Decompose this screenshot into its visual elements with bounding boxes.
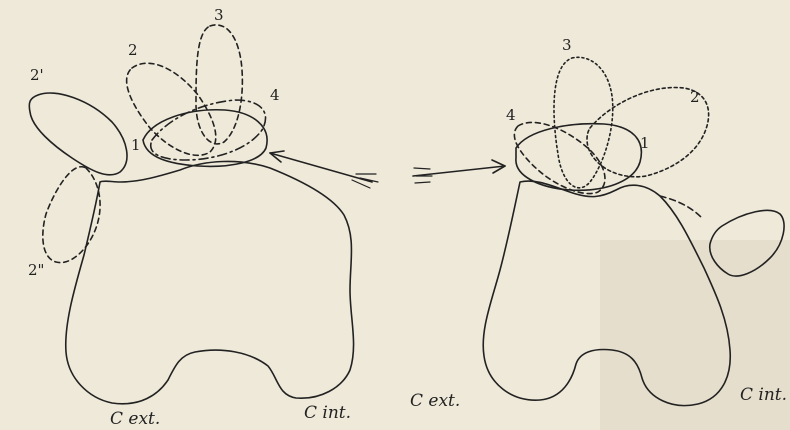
right-label-c-int: C int. <box>740 385 787 405</box>
right-label-1: 1 <box>640 134 650 152</box>
left-label-2-double-prime: 2" <box>28 261 44 279</box>
right-label-2: 2 <box>690 88 700 106</box>
right-label-4: 4 <box>506 106 516 124</box>
left-label-2-prime: 2' <box>30 66 44 84</box>
left-label-4: 4 <box>270 86 280 104</box>
left-label-c-ext: C ext. <box>110 409 160 429</box>
right-label-3: 3 <box>562 36 572 54</box>
right-label-c-ext: C ext. <box>410 391 460 411</box>
left-label-c-int: C int. <box>304 403 351 423</box>
left-label-1: 1 <box>131 136 141 154</box>
left-label-2: 2 <box>128 41 138 59</box>
left-label-3: 3 <box>214 6 224 24</box>
